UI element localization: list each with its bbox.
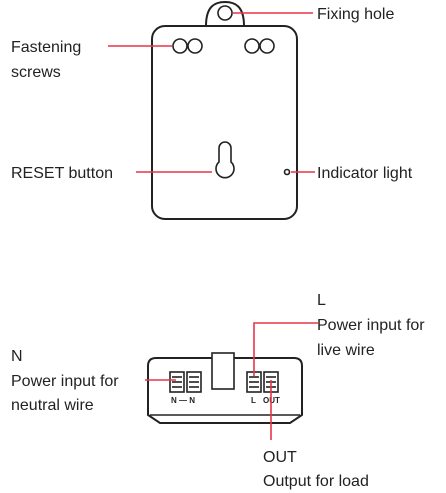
out-title-label: OUT xyxy=(263,449,297,466)
l-title-label: L xyxy=(317,292,326,309)
n-terminal-pair xyxy=(169,371,202,393)
l-description-line2: live wire xyxy=(317,342,375,359)
n-description-line2: neutral wire xyxy=(11,397,94,414)
fixing-hole-tab xyxy=(204,0,246,27)
center-latch xyxy=(211,352,235,390)
front-view: Fixing hole Fastening screws RESET butto… xyxy=(11,0,413,220)
fastening-screws-label-line2: screws xyxy=(11,64,61,81)
device-enclosure xyxy=(151,25,298,220)
reset-button xyxy=(215,141,235,179)
l-leader xyxy=(253,322,318,376)
fixing-hole-label: Fixing hole xyxy=(317,6,394,23)
reset-button-label: RESET button xyxy=(11,165,113,182)
n-terminal-marking: N — N xyxy=(171,396,195,405)
fastening-screws-right xyxy=(244,38,275,54)
fastening-screws-left xyxy=(172,38,203,54)
l-terminal-marking: L xyxy=(251,396,256,405)
fastening-screws-label-line1: Fastening xyxy=(11,39,81,56)
l-description-line1: Power input for xyxy=(317,317,425,334)
terminal-view: N — N L OUT L Power input for live wire … xyxy=(11,292,425,490)
out-description-line1: Output for load xyxy=(263,473,369,490)
l-out-terminal-pair xyxy=(246,371,279,393)
indicator-light xyxy=(283,168,291,176)
indicator-light-label: Indicator light xyxy=(317,165,413,182)
n-description-line1: Power input for xyxy=(11,373,119,390)
n-title-label: N xyxy=(11,348,23,365)
